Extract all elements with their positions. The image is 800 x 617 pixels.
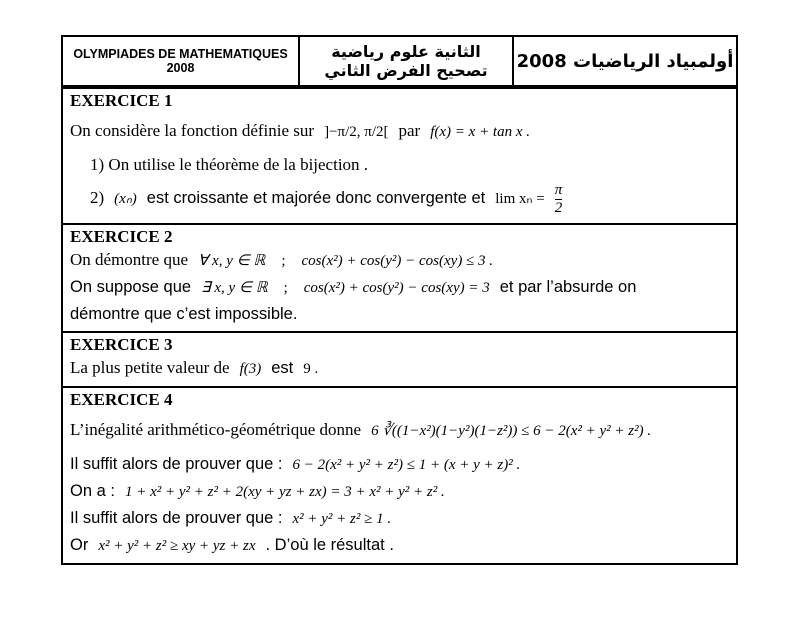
header-class-cell: الثانية علوم رياضية تصحيح الفرض الثاني bbox=[298, 37, 512, 85]
exercise-1-item-2: 2) (xₙ) est croissante et majorée donc c… bbox=[70, 178, 729, 219]
exercise-1-frac-denominator: 2 bbox=[554, 199, 563, 216]
exercise-1-intro: On considère la fonction définie sur ]−π… bbox=[70, 111, 729, 152]
exercise-4-line-1-text: L’inégalité arithmético-géométrique donn… bbox=[70, 420, 362, 439]
exercise-4-line-3-equation: 1 + x² + y² + z² + 2(xy + yz + zx) = 3 +… bbox=[124, 484, 445, 500]
exercise-3-line: La plus petite valeur de f(3) est 9 . bbox=[70, 355, 729, 382]
header-class-name: الثانية علوم رياضية bbox=[331, 42, 481, 61]
exercise-1: EXERCICE 1 On considère la fonction défi… bbox=[63, 87, 736, 223]
exercise-4-line-5: Or x² + y² + z² ≥ xy + yz + zx . D’où le… bbox=[70, 532, 729, 559]
exercise-3: EXERCICE 3 La plus petite valeur de f(3)… bbox=[63, 331, 736, 386]
fraction-bar bbox=[554, 198, 563, 200]
exercise-3-answer: 9 . bbox=[303, 361, 319, 377]
exercise-2-line-1-text: On démontre que bbox=[70, 250, 189, 269]
exercise-4-line-5-text: Or bbox=[70, 536, 89, 554]
exercise-4-line-4: Il suffit alors de prouver que : x² + y²… bbox=[70, 505, 729, 532]
exercise-4-title: EXERCICE 4 bbox=[70, 390, 173, 409]
exercise-1-sequence: (xₙ) bbox=[114, 191, 137, 207]
header-correction-title: تصحيح الفرض الثاني bbox=[324, 61, 488, 80]
exercise-3-est: est bbox=[271, 359, 294, 377]
header-arabic-title: أولمبياد الرياضيات 2008 bbox=[516, 50, 734, 72]
exercise-1-item-2-number: 2) bbox=[90, 188, 105, 207]
exercise-2-line-1-inequality: cos(x²) + cos(y²) − cos(xy) ≤ 3 . bbox=[301, 253, 494, 269]
exercise-1-function: f(x) = x + tan x . bbox=[430, 124, 531, 140]
exercise-4-line-5-end: . D’où le résultat . bbox=[265, 536, 394, 554]
exercise-2-line-1-quantifier: ∀ x, y ∈ ℝ bbox=[198, 253, 266, 269]
exercise-4-line-5-inequality: x² + y² + z² ≥ xy + yz + zx bbox=[98, 538, 256, 554]
exercise-4-line-2-inequality: 6 − 2(x² + y² + z²) ≤ 1 + (x + y + z)² . bbox=[292, 457, 521, 473]
exercise-2-line-2-quantifier: ∃ x, y ∈ ℝ bbox=[201, 280, 268, 296]
exercise-2-line-1: On démontre que ∀ x, y ∈ ℝ ; cos(x²) + c… bbox=[70, 247, 729, 274]
exercise-2-line-1-separator: ; bbox=[281, 253, 286, 269]
exercise-1-interval: ]−π/2, π/2[ bbox=[324, 124, 389, 140]
exercise-4-line-2: Il suffit alors de prouver que : 6 − 2(x… bbox=[70, 451, 729, 478]
exercise-1-intro-text: On considère la fonction définie sur bbox=[70, 121, 315, 140]
header-olympiades-title: OLYMPIADES DE MATHEMATIQUES bbox=[73, 47, 288, 61]
exercise-2-line-2-end: et par l’absurde on bbox=[499, 278, 637, 296]
header-arabic-title-cell: أولمبياد الرياضيات 2008 bbox=[512, 37, 736, 85]
exercise-2-line-2-separator: ; bbox=[283, 280, 288, 296]
exercise-2-line-3: démontre que c’est impossible. bbox=[70, 305, 298, 323]
exercise-2-line-2: On suppose que ∃ x, y ∈ ℝ ; cos(x²) + co… bbox=[70, 274, 729, 301]
exercise-4: EXERCICE 4 L’inégalité arithmético-géomé… bbox=[63, 386, 736, 563]
exercise-1-item-2-text: est croissante et majorée donc convergen… bbox=[146, 189, 486, 207]
exercise-1-limit-fraction: π 2 bbox=[554, 181, 563, 217]
exercise-1-title: EXERCICE 1 bbox=[70, 91, 173, 110]
exercise-4-line-2-text: Il suffit alors de prouver que : bbox=[70, 455, 283, 473]
exercise-3-text: La plus petite valeur de bbox=[70, 358, 230, 377]
exercise-4-line-4-text: Il suffit alors de prouver que : bbox=[70, 509, 283, 527]
exam-correction-sheet: OLYMPIADES DE MATHEMATIQUES 2008 الثانية… bbox=[61, 35, 738, 565]
exercise-4-line-1: L’inégalité arithmético-géométrique donn… bbox=[70, 410, 729, 451]
exercise-2: EXERCICE 2 On démontre que ∀ x, y ∈ ℝ ; … bbox=[63, 223, 736, 331]
header-olympiades-year: 2008 bbox=[166, 61, 195, 75]
exercise-1-frac-numerator: π bbox=[554, 181, 563, 198]
exercise-2-title: EXERCICE 2 bbox=[70, 227, 173, 246]
exercise-1-item-1: 1) On utilise le théorème de la bijectio… bbox=[90, 155, 369, 174]
header-table: OLYMPIADES DE MATHEMATIQUES 2008 الثانية… bbox=[63, 37, 736, 87]
exercise-4-line-4-inequality: x² + y² + z² ≥ 1 . bbox=[292, 511, 392, 527]
exercise-1-limit: lim xₙ = bbox=[495, 191, 545, 207]
exercise-3-title: EXERCICE 3 bbox=[70, 335, 173, 354]
header-olympiades-cell: OLYMPIADES DE MATHEMATIQUES 2008 bbox=[63, 37, 298, 85]
exercise-4-line-3: On a : 1 + x² + y² + z² + 2(xy + yz + zx… bbox=[70, 478, 729, 505]
exercise-1-par: par bbox=[398, 121, 421, 140]
exercise-3-function-value: f(3) bbox=[239, 361, 262, 377]
exercise-4-line-1-inequality: 6 ∛((1−x²)(1−y²)(1−z²)) ≤ 6 − 2(x² + y² … bbox=[371, 423, 652, 439]
exercise-4-line-3-text: On a : bbox=[70, 482, 115, 500]
exercise-2-line-2-text: On suppose que bbox=[70, 278, 192, 296]
exercise-2-line-2-equation: cos(x²) + cos(y²) − cos(xy) = 3 bbox=[303, 280, 490, 296]
